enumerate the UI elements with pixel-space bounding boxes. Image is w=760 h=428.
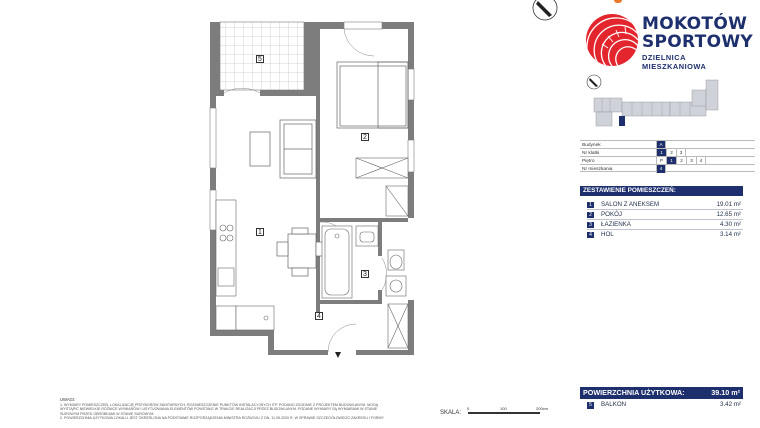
bed xyxy=(336,61,409,129)
selector-label: Nr mieszkania xyxy=(582,166,613,172)
room-area: 19.01 m² xyxy=(716,201,741,208)
summary-heading: ZESTAWIENIE POMIESZCZEŃ: xyxy=(580,186,743,196)
room-area: 4.30 m² xyxy=(720,221,741,228)
scale-bar xyxy=(468,412,540,414)
wardrobe xyxy=(355,157,409,217)
room-row: 3 ŁAZIENKA 4.30 m² xyxy=(587,220,743,230)
total-area-value: 39.10 m² xyxy=(711,388,740,397)
info-panel xyxy=(575,0,760,428)
brand-name-line1: MOKOTÓW xyxy=(642,14,748,34)
room-label-bathroom: 3 xyxy=(361,270,369,278)
dining-table xyxy=(276,227,327,277)
brand-name-line2: SPORTOWY xyxy=(642,32,753,52)
room-name: HOL xyxy=(601,231,614,238)
scale-tick: 200cm xyxy=(536,406,549,411)
selector-cell: A xyxy=(656,141,666,149)
room-number: 2 xyxy=(587,211,594,218)
room-label-room: 2 xyxy=(361,133,369,141)
selector-cell: P xyxy=(656,157,666,165)
notes-title: UWAGI: xyxy=(60,397,76,402)
room-area: 12.65 m² xyxy=(716,211,741,218)
room-number: 5 xyxy=(587,402,594,409)
room-label-hall: 4 xyxy=(315,312,323,320)
selector-row-building: Budynek A xyxy=(580,140,755,149)
selector-cell: 4 xyxy=(696,157,706,165)
selector-cell: 3 xyxy=(686,157,696,165)
selector-cell: 4 xyxy=(656,165,666,173)
room-label-balcony: 5 xyxy=(256,55,264,63)
room-number: 3 xyxy=(587,221,594,228)
floor-plan-drawing xyxy=(209,0,558,358)
selector-cell: 2 xyxy=(676,157,686,165)
selector-label: Nr klatki xyxy=(582,150,600,156)
sofa xyxy=(279,119,317,179)
entrance-arrow xyxy=(335,352,341,358)
selector-label: Budynek xyxy=(582,142,601,148)
bathroom-fixtures xyxy=(321,225,409,349)
notes: UWAGI: 1. WYMIARY POMIESZCZEŃ, LOKALIZAC… xyxy=(60,397,435,421)
room-area: 3.42 m² xyxy=(720,401,741,408)
room-name: BALKON xyxy=(601,401,627,408)
notes-line: 1. WYMIARY POMIESZCZEŃ, LOKALIZACJĘ PRZY… xyxy=(60,402,379,407)
orange-accent xyxy=(614,0,622,3)
notes-line: SUROWYM PRZED OBRÓBKAMI W STANIE SUROWYM… xyxy=(60,411,155,416)
scale-tick: 100 xyxy=(500,406,507,411)
stadium-logo-icon xyxy=(586,14,638,66)
selector-cell: 3 xyxy=(676,149,686,157)
room-row: 4 HOL 3.14 m² xyxy=(587,230,743,240)
selector-cell: 2 xyxy=(666,149,676,157)
room-name: ŁAZIENKA xyxy=(601,221,631,228)
kitchen xyxy=(215,199,275,331)
room-name: POKÓJ xyxy=(601,211,622,218)
north-arrow-icon xyxy=(532,0,558,21)
room-number: 1 xyxy=(587,201,594,208)
coffee-table xyxy=(249,131,271,167)
floor-plan: 5 2 1 3 4 UWAGI: 1. WYMIARY POMIESZCZEŃ,… xyxy=(60,0,558,421)
room-area: 3.14 m² xyxy=(720,231,741,238)
building-key-plan xyxy=(586,74,719,127)
room-row: 1 SALON Z ANEKSEM 19.01 m² xyxy=(587,200,743,210)
room-number: 4 xyxy=(587,231,594,238)
selector-cell: 1 xyxy=(656,149,666,157)
brand-tagline: DZIELNICA MIESZKANIOWA xyxy=(642,53,707,71)
selector-row-apartment: Nr mieszkania 4 xyxy=(580,164,755,173)
room-row: 2 POKÓJ 12.65 m² xyxy=(587,210,743,220)
selector-row-staircase: Nr klatki 1 2 3 xyxy=(580,148,755,157)
apartment-location-marker xyxy=(619,116,625,126)
room-name: SALON Z ANEKSEM xyxy=(601,201,660,208)
total-area-bar: POWIERZCHNIA UŻYTKOWA: 39.10 m² xyxy=(580,387,743,399)
balcony-row: 5 BALKON 3.42 m² xyxy=(587,400,743,410)
selector-label: Piętro xyxy=(582,158,595,164)
notes-line: 2. POWIERZCHNIA UŻYTKOWA LOKALU JEST OKR… xyxy=(60,416,384,421)
selector-cell: 1 xyxy=(666,157,676,165)
selector-row-floor: Piętro P 1 2 3 4 xyxy=(580,156,755,165)
scale-label: SKALA: xyxy=(440,410,462,416)
notes-line: WYSTĄPIĆ NIEWIELKIE RÓŻNICE WYMIARÓW I U… xyxy=(60,407,378,412)
total-area-label: POWIERZCHNIA UŻYTKOWA: xyxy=(583,388,685,397)
scale-tick: 0 xyxy=(467,406,470,411)
brand-logo: MOKOTÓW SPORTOWY DZIELNICA MIESZKANIOWA xyxy=(586,14,753,71)
room-label-living: 1 xyxy=(256,228,264,236)
key-plan-compass-icon xyxy=(586,74,602,90)
